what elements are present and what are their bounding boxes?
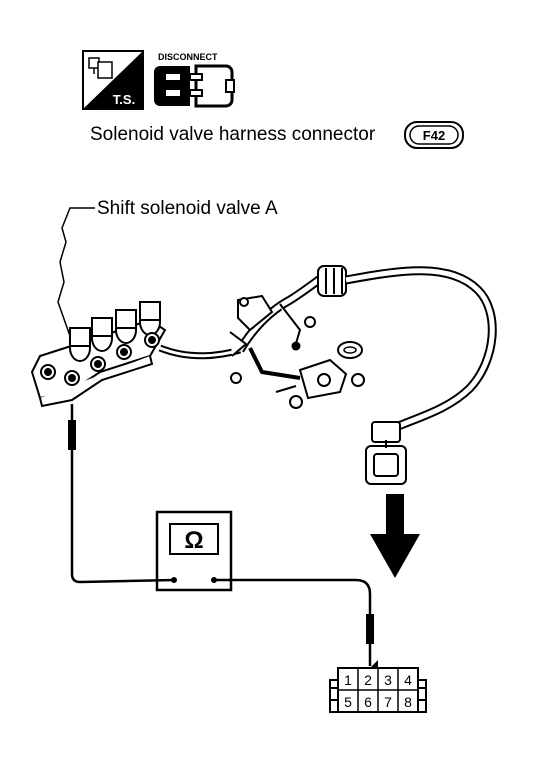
connector-code-badge: F42: [404, 121, 464, 149]
pin-3: 3: [384, 672, 392, 688]
solenoid-valve-body: [30, 301, 167, 408]
disconnect-label: DISCONNECT: [158, 52, 218, 62]
ts-badge-text: T.S.: [113, 92, 135, 107]
ohmmeter: Ω: [155, 510, 233, 592]
ts-badge-icon: T.S.: [82, 50, 144, 110]
wiring-harness: [158, 265, 497, 433]
ohm-symbol: Ω: [184, 527, 203, 554]
connector-title: Solenoid valve harness connector: [90, 124, 376, 145]
pin-1: 1: [344, 672, 352, 688]
harness-connector-plug: [365, 421, 407, 485]
pin-2: 2: [364, 672, 372, 688]
pin-4: 4: [404, 672, 412, 688]
pin-5: 5: [344, 694, 352, 710]
down-arrow-icon: [370, 494, 420, 578]
pin-6: 6: [364, 694, 372, 710]
pin-7: 7: [384, 694, 392, 710]
callout-leader-line: [57, 207, 95, 337]
pin-8: 8: [404, 694, 412, 710]
connector-pin-diagram: 1 2 3 4 5 6 7 8: [329, 660, 427, 713]
test-leads: [68, 404, 374, 666]
callout-label: Shift solenoid valve A: [97, 198, 278, 219]
connector-code: F42: [423, 128, 445, 143]
disconnect-icon: [154, 64, 235, 108]
